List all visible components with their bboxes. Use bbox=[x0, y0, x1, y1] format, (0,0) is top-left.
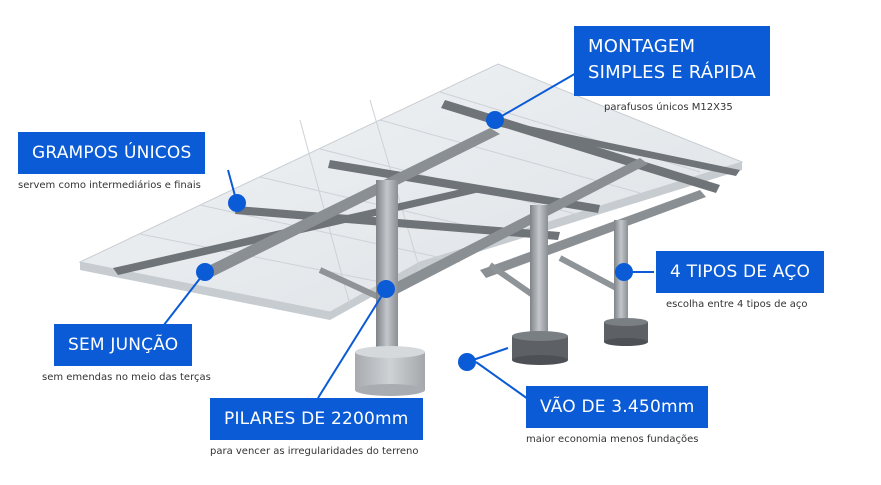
leader-lines bbox=[159, 71, 654, 400]
marker-montagem bbox=[486, 111, 504, 129]
callout-tipos: 4 TIPOS DE AÇO escolha entre 4 tipos de … bbox=[656, 251, 825, 310]
marker-vao bbox=[458, 353, 476, 371]
callout-grampos: GRAMPOS ÚNICOS servem como intermediário… bbox=[18, 132, 206, 191]
callout-juncao-subtitle: sem emendas no meio das terças bbox=[42, 372, 211, 383]
marker-juncao bbox=[196, 263, 214, 281]
callout-tipos-title: 4 TIPOS DE AÇO bbox=[656, 251, 825, 293]
callout-juncao-title: SEM JUNÇÃO bbox=[54, 324, 193, 366]
callout-vao-subtitle: maior economia menos fundações bbox=[526, 434, 699, 445]
callout-pilares-subtitle: para vencer as irregularidades do terren… bbox=[210, 446, 419, 457]
callout-juncao: SEM JUNÇÃO sem emendas no meio das terça… bbox=[42, 324, 211, 383]
callout-pilares: PILARES DE 2200mm para vencer as irregul… bbox=[210, 398, 423, 457]
callout-vao: VÃO DE 3.450mm maior economia menos fund… bbox=[526, 386, 709, 445]
marker-pilares bbox=[377, 280, 395, 298]
callout-montagem-title: MONTAGEM SIMPLES E RÁPIDA bbox=[574, 26, 771, 96]
callout-pilares-title: PILARES DE 2200mm bbox=[210, 398, 423, 440]
callout-vao-title: VÃO DE 3.450mm bbox=[526, 386, 709, 428]
callout-montagem-subtitle: parafusos únicos M12X35 bbox=[604, 102, 733, 113]
callout-montagem: MONTAGEM SIMPLES E RÁPIDA parafusos únic… bbox=[574, 26, 771, 113]
concrete-foundations bbox=[355, 318, 648, 396]
marker-tipos bbox=[615, 263, 633, 281]
callout-grampos-title: GRAMPOS ÚNICOS bbox=[18, 132, 206, 174]
marker-dots bbox=[196, 111, 633, 371]
marker-grampos bbox=[228, 194, 246, 212]
callout-tipos-subtitle: escolha entre 4 tipos de aço bbox=[666, 299, 808, 310]
callout-grampos-subtitle: servem como intermediários e finais bbox=[18, 180, 201, 191]
